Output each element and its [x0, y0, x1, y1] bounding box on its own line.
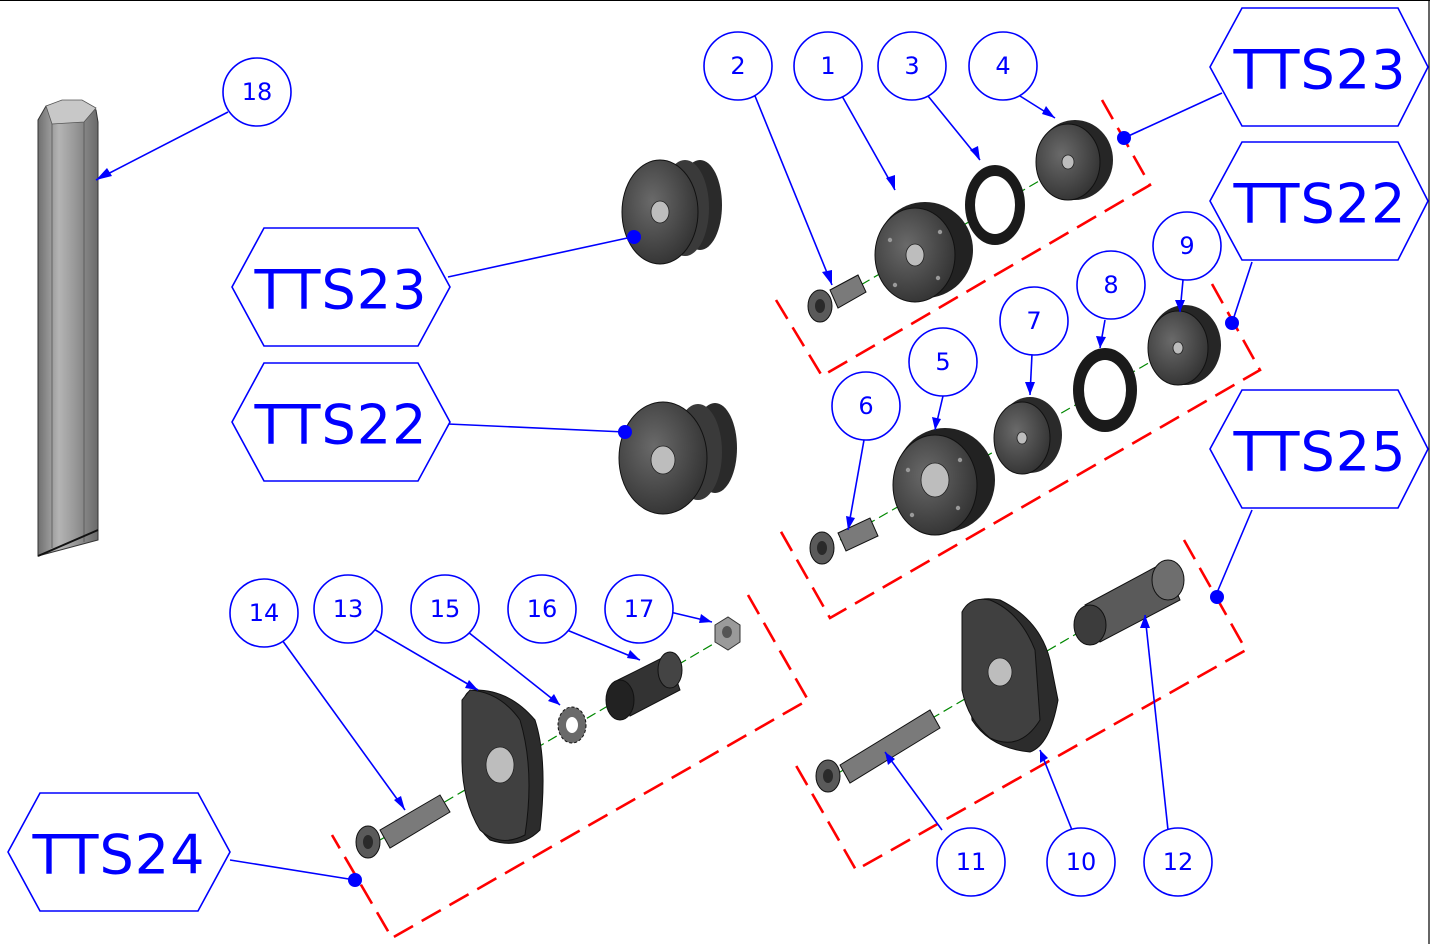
- leader-3: [927, 95, 981, 161]
- leader-12: [1144, 614, 1169, 831]
- tag-tts23-left-label: TTS23: [253, 259, 427, 322]
- tag-tts23-left: TTS23: [231, 227, 451, 347]
- svg-text:16: 16: [527, 595, 558, 623]
- assembled-pulley-tts23: [621, 159, 722, 265]
- tag-tts22-left: TTS22: [231, 362, 451, 482]
- tag-tts24: TTS24: [7, 792, 231, 912]
- leader-18: [95, 111, 229, 181]
- balloon-9: 9: [1152, 211, 1222, 281]
- part-9-washer: [1147, 305, 1221, 386]
- leader-tts22-right: [1231, 261, 1253, 324]
- balloon-12: 12: [1143, 827, 1213, 897]
- svg-text:5: 5: [935, 348, 950, 376]
- svg-text:17: 17: [624, 595, 655, 623]
- leader-arrowheads: [96, 106, 1185, 810]
- svg-text:3: 3: [904, 52, 919, 80]
- svg-text:10: 10: [1066, 848, 1097, 876]
- leader-16: [561, 627, 641, 661]
- leader-tts22-left: [447, 423, 626, 433]
- balloon-3: 3: [877, 31, 947, 101]
- group-boundary-tts24: [330, 594, 810, 940]
- balloon-17: 17: [604, 574, 674, 644]
- part-17-nut: [714, 616, 741, 651]
- leader-dot-tts22-left: [618, 425, 632, 439]
- leader-dot-tts23-left: [627, 230, 641, 244]
- assembled-pulley-tts22: [618, 401, 737, 515]
- balloon-14: 14: [229, 578, 299, 648]
- leader-lines: [95, 92, 1253, 881]
- part-7-spacer: [993, 397, 1062, 475]
- tag-tts22-right: TTS22: [1209, 141, 1429, 261]
- tag-tts25-label: TTS25: [1232, 421, 1406, 484]
- leader-15: [467, 631, 561, 706]
- svg-text:7: 7: [1026, 307, 1041, 335]
- leader-tts23-top: [1123, 92, 1223, 139]
- balloon-11: 11: [936, 827, 1006, 897]
- part-6-bolt: [809, 517, 879, 565]
- svg-text:2: 2: [730, 52, 745, 80]
- part-14-bolt: [355, 794, 451, 859]
- part-12-spacer: [1073, 559, 1185, 646]
- svg-text:18: 18: [242, 78, 273, 106]
- svg-text:14: 14: [249, 599, 280, 627]
- tag-tts22-left-label: TTS22: [253, 394, 427, 457]
- leader-dot-tts22-right: [1225, 316, 1239, 330]
- balloon-18: 18: [222, 57, 292, 127]
- part-13-plate: [461, 689, 544, 844]
- part-2-bolt: [807, 274, 867, 323]
- balloon-1: 1: [793, 31, 863, 101]
- tag-tts23-top: TTS23: [1209, 7, 1429, 127]
- svg-text:11: 11: [956, 848, 987, 876]
- balloon-4: 4: [968, 31, 1038, 101]
- svg-text:1: 1: [820, 52, 835, 80]
- svg-text:6: 6: [858, 392, 873, 420]
- tag-tts25: TTS25: [1209, 389, 1429, 509]
- part-4-washer: [1035, 120, 1113, 201]
- leader-1: [841, 95, 896, 191]
- leader-dot-tts25: [1210, 590, 1224, 604]
- balloon-7: 7: [999, 286, 1069, 356]
- leader-tts25: [1215, 509, 1253, 596]
- leader-tts24: [229, 859, 356, 881]
- balloon-13: 13: [313, 574, 383, 644]
- svg-text:8: 8: [1103, 271, 1118, 299]
- part-18-rod: [37, 99, 99, 557]
- tag-tts22-right-label: TTS22: [1232, 173, 1406, 236]
- part-11-bolt: [815, 709, 941, 793]
- leader-11: [884, 751, 943, 831]
- leader-tts23-left: [447, 236, 633, 278]
- part-5-disc: [892, 428, 995, 536]
- leader-2: [754, 95, 833, 286]
- balloon-16: 16: [507, 574, 577, 644]
- tag-tts23-top-label: TTS23: [1232, 39, 1406, 102]
- tag-tts24-label: TTS24: [31, 824, 205, 887]
- part-3-oring: [965, 165, 1025, 245]
- leader-dot-tts24: [348, 873, 362, 887]
- balloon-2: 2: [703, 31, 773, 101]
- part-8-oring: [1073, 348, 1137, 432]
- balloon-15: 15: [410, 574, 480, 644]
- part-10-plate: [961, 598, 1059, 753]
- svg-text:12: 12: [1163, 848, 1194, 876]
- leader-dot-tts23-top: [1117, 131, 1131, 145]
- leader-14: [281, 639, 406, 811]
- balloon-5: 5: [908, 327, 978, 397]
- svg-text:9: 9: [1179, 232, 1194, 260]
- svg-text:4: 4: [995, 52, 1010, 80]
- svg-text:15: 15: [430, 595, 461, 623]
- balloon-8: 8: [1076, 250, 1146, 320]
- part-16-spacer: [605, 651, 683, 721]
- svg-text:13: 13: [333, 595, 364, 623]
- leader-13: [371, 627, 479, 691]
- balloon-6: 6: [831, 371, 901, 441]
- part-15-lockwasher: [557, 706, 587, 744]
- leader-6: [847, 439, 865, 531]
- leader-10: [1039, 749, 1073, 831]
- balloon-10: 10: [1046, 827, 1116, 897]
- part-1-disc: [874, 202, 973, 303]
